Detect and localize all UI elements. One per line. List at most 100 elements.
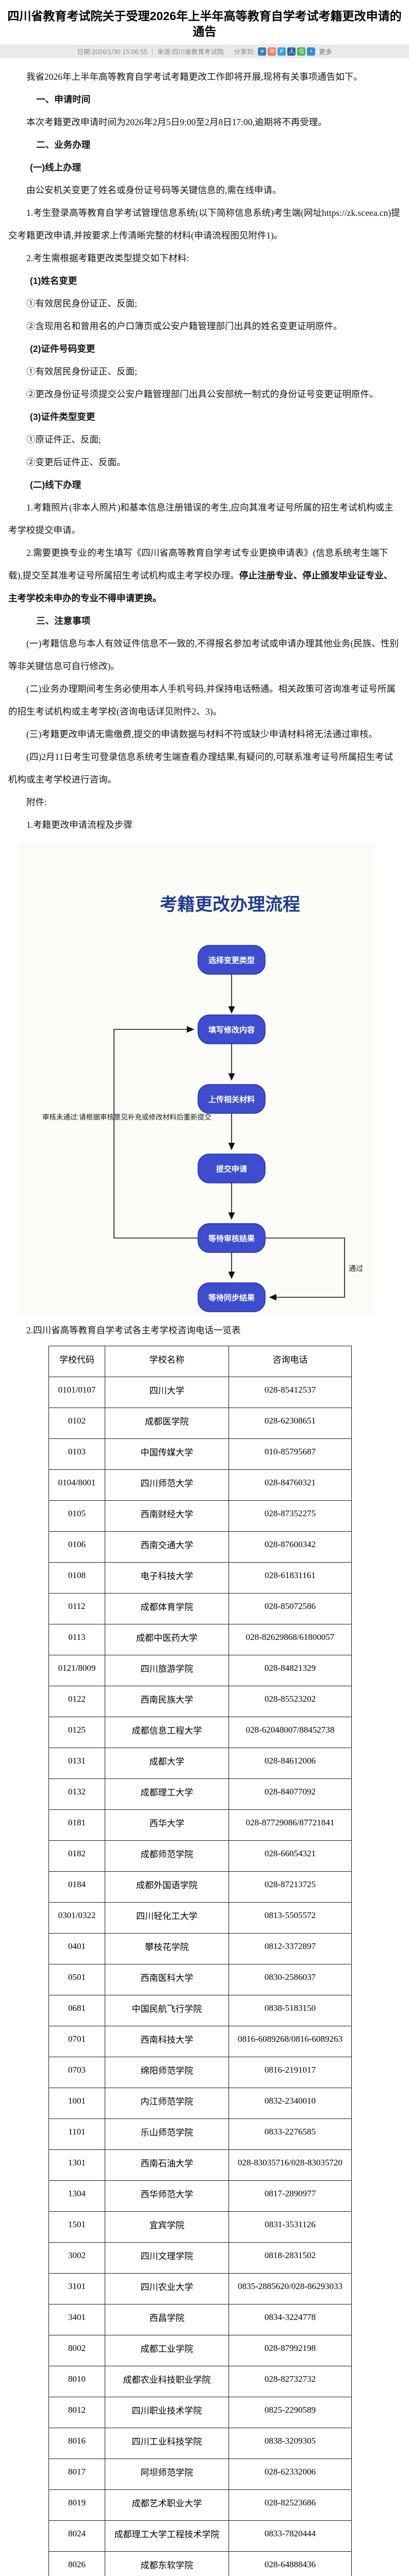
paragraph: ①有效居民身份证正、反面;	[26, 366, 137, 377]
svg-text:等待审核结果: 等待审核结果	[208, 1234, 255, 1243]
section-heading: 一、申请时间	[36, 94, 91, 105]
section-heading: (一)线上办理	[30, 162, 81, 173]
flow-step-select-type: 选择变更类型	[198, 945, 266, 975]
paragraph: ②含现用名和曾用名的户口簿页或公安户籍管理部门出具的姓名变更证明原件。	[26, 321, 342, 331]
column-header-school-code: 学校代码	[48, 1346, 105, 1377]
source-label: 来源:四川省教育考试院	[157, 48, 224, 56]
flowchart-background	[19, 842, 374, 1316]
paragraph: ①有效居民身份证正、反面;	[26, 298, 137, 309]
column-header-school-name: 学校名称	[105, 1346, 229, 1377]
attachment2-label: 2.四川省高等教育自学考试各主考学校咨询电话一览表	[26, 1325, 241, 1335]
section-heading: (二)线下办理	[30, 480, 81, 490]
share-label: 分享到:	[234, 48, 255, 56]
section-heading: (1)姓名变更	[30, 276, 77, 286]
section-heading: (3)证件类型变更	[30, 412, 95, 422]
paragraph: 2.考生需根据考籍更改类型提交如下材料:	[26, 253, 189, 263]
pass-branch-label: 通过	[349, 1264, 363, 1273]
paragraph: 2.需要更换专业的考生填写《四川省高等教育自学考试专业更换申请表》(信息系统考生…	[8, 548, 393, 603]
flow-step-upload-materials: 上传相关材料	[198, 1084, 266, 1114]
flow-step-wait-review: 等待审核结果	[198, 1223, 266, 1253]
qzone-icon[interactable]: ★	[258, 47, 267, 56]
paragraph: 1.考生登录高等教育自学考试管理信息系统(以下简称信息系统)考生端(网址http…	[8, 208, 400, 241]
section-heading: (2)证件号码变更	[30, 344, 95, 354]
more-icon[interactable]: +	[307, 47, 316, 56]
meta-bar: 日期:2026/1/30 15:06:55 | 来源:四川省教育考试院 分享到:…	[0, 44, 409, 58]
paragraph: 1.考籍照片(非本人照片)和基本信息注册错误的考生,应向其准考证号所属的招生考试…	[8, 502, 394, 535]
paragraph: 附件:	[26, 797, 47, 807]
wechat-icon[interactable]: 信	[297, 47, 306, 56]
tencent-weibo-icon[interactable]: P	[277, 47, 286, 56]
paragraph: 本次考籍更改申请时间为2026年2月5日9:00至2月8日17:00,逾期将不再…	[26, 117, 327, 127]
page-title: 四川省教育考试院关于受理2026年上半年高等教育自学考试考籍更改申请的通告	[7, 9, 402, 38]
notice-body: 我省2026年上半年高等教育自学考试考籍更改工作即将开展,现将有关事项通告如下。…	[0, 58, 409, 836]
paragraph: ②变更后证件正、反面。	[26, 457, 126, 467]
flowchart-title: 考籍更改办理流程	[160, 895, 300, 914]
flow-step-submit-application: 提交申请	[198, 1154, 266, 1183]
paragraph: 1.考籍更改申请流程及步骤	[26, 820, 133, 830]
table-header-row: 学校代码 学校名称 咨询电话	[48, 1346, 352, 1377]
date-label: 日期:2026/1/30 15:06:55	[77, 48, 148, 56]
column-header-phone: 咨询电话	[228, 1346, 352, 1377]
paragraph: (一)考籍信息与本人有效证件信息不一致的,不得报名参加考试或申请办理其他业务(民…	[8, 638, 399, 671]
share-more-link[interactable]: 更多	[319, 48, 332, 56]
svg-text:上传相关材料: 上传相关材料	[208, 1095, 255, 1104]
svg-text:选择变更类型: 选择变更类型	[208, 956, 255, 965]
reject-branch-label: 审核未通过:请根据审核意见补充或修改材料后重新提交	[42, 1113, 211, 1121]
paragraph: (二)业务办理期间考生务必使用本人手机号码,并保持电话畅通。相关政策可咨询准考证…	[8, 684, 396, 717]
section-heading: 二、业务办理	[36, 140, 91, 150]
section-heading: 三、注意事项	[36, 616, 91, 626]
svg-text:提交申请: 提交申请	[216, 1164, 247, 1174]
svg-text:等待同步结果: 等待同步结果	[208, 1293, 255, 1302]
renren-icon[interactable]: 人	[287, 47, 296, 56]
paragraph: (四)2月11日考生可登录信息系统考生端查看办理结果,有疑问的,可联系准考证号所…	[8, 752, 394, 785]
flowchart: 考籍更改办理流程 选择变更类型 填写修改内容 上传相关材料	[19, 842, 374, 1319]
paragraph: (三)考籍更改申请无需缴费,提交的申请数据与材料不符或缺少申请材料将无法通过审核…	[26, 729, 378, 739]
flow-step-fill-content: 填写修改内容	[198, 1014, 266, 1044]
meta-separator: |	[151, 47, 153, 55]
svg-text:填写修改内容: 填写修改内容	[208, 1025, 255, 1035]
paragraph: 我省2026年上半年高等教育自学考试考籍更改工作即将开展,现将有关事项通告如下。	[26, 72, 363, 82]
sina-weibo-icon[interactable]: 微	[268, 47, 276, 56]
paragraph: ②更改身份证号须提交公安户籍管理部门出具公安部统一制式的身份证号变更证明原件。	[26, 389, 379, 399]
flow-step-wait-sync: 等待同步结果	[198, 1282, 266, 1312]
